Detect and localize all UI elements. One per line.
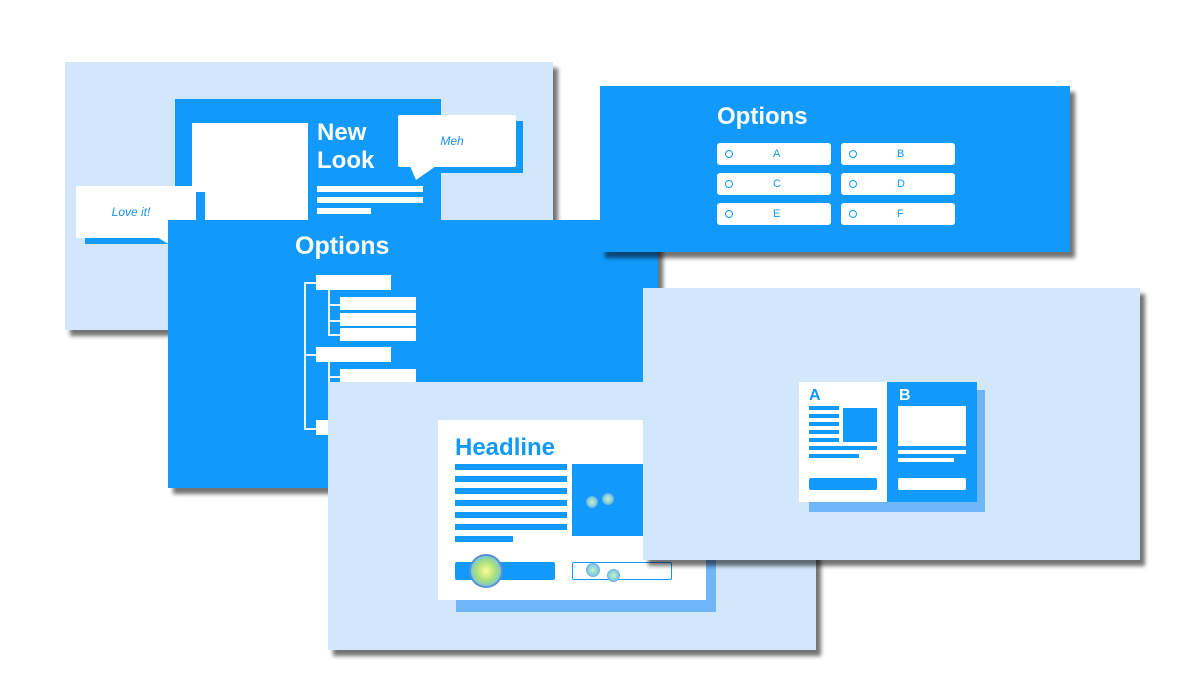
- text-line: [455, 464, 567, 470]
- image-placeholder: [898, 406, 966, 446]
- highlight-dot: [602, 493, 614, 505]
- text-line: [317, 197, 423, 203]
- option-label: D: [897, 178, 905, 190]
- tree-node: [316, 347, 391, 362]
- text-line: [809, 446, 877, 450]
- text-line: [809, 422, 839, 426]
- tree-leaf: [340, 369, 416, 382]
- text-line: [455, 536, 513, 542]
- ab-panel-b: B: [887, 382, 977, 502]
- highlight-dot: [586, 496, 598, 508]
- button-a[interactable]: [809, 478, 877, 490]
- option-a[interactable]: A: [717, 143, 831, 165]
- option-label: E: [773, 208, 781, 220]
- slide-ab: A B: [643, 288, 1140, 560]
- image-placeholder: [843, 408, 877, 442]
- text-line: [809, 454, 859, 458]
- ab-panel-a: A: [799, 382, 887, 502]
- text-line: [455, 500, 567, 506]
- option-f[interactable]: F: [841, 203, 955, 225]
- option-e[interactable]: E: [717, 203, 831, 225]
- tree-leaf: [340, 297, 416, 310]
- option-label: C: [773, 178, 781, 190]
- option-label: A: [773, 148, 781, 160]
- new-look-panel: New Look: [175, 99, 441, 239]
- slide-options-grid: Options A B C D E F: [600, 86, 1070, 252]
- label-a: A: [809, 387, 821, 404]
- bubble-meh: Meh: [398, 115, 516, 167]
- tree-subtrunk: [328, 362, 330, 386]
- radio-icon: [725, 150, 733, 158]
- tree-sub-branch: [328, 376, 340, 378]
- text-line: [455, 512, 567, 518]
- radio-icon: [849, 180, 857, 188]
- options-tree-title: Options: [295, 232, 390, 260]
- text-line: [455, 524, 567, 530]
- tree-leaf: [340, 313, 416, 326]
- option-label: B: [897, 148, 905, 160]
- bubble-meh-tail: [410, 166, 436, 180]
- title-line-2: Look: [317, 147, 375, 174]
- radio-icon: [725, 210, 733, 218]
- text-line: [898, 458, 954, 462]
- option-b[interactable]: B: [841, 143, 955, 165]
- tree-branch: [304, 354, 316, 356]
- text-line: [809, 438, 839, 442]
- option-c[interactable]: C: [717, 173, 831, 195]
- option-d[interactable]: D: [841, 173, 955, 195]
- tree-leaf: [340, 328, 416, 341]
- radio-icon: [849, 210, 857, 218]
- options-grid-title: Options: [717, 103, 808, 130]
- text-line: [317, 186, 423, 192]
- highlight-dot: [586, 563, 600, 577]
- text-line: [455, 488, 567, 494]
- highlight-dot: [607, 569, 620, 582]
- new-look-title: New Look: [317, 119, 374, 175]
- text-line: [898, 450, 966, 454]
- title-line-1: New: [317, 119, 367, 146]
- tree-sub-branch: [328, 334, 340, 336]
- text-line: [809, 430, 839, 434]
- tree-sub-branch: [328, 304, 340, 306]
- tree-subtrunk: [328, 290, 330, 336]
- click-highlight: [469, 554, 503, 588]
- text-line: [809, 414, 839, 418]
- slide-new-look: New Look Meh Love it!: [65, 62, 553, 330]
- text-line: [317, 208, 371, 214]
- tree-branch: [304, 282, 316, 284]
- radio-icon: [725, 180, 733, 188]
- tree-node: [316, 420, 328, 435]
- text-line: [455, 476, 567, 482]
- bubble-meh-label: Meh: [440, 134, 464, 148]
- headline-title: Headline: [455, 434, 556, 461]
- text-line: [809, 406, 839, 410]
- bubble-love-label: Love it!: [111, 205, 151, 219]
- image-placeholder: [192, 123, 308, 233]
- tree-branch: [304, 428, 316, 430]
- label-b: B: [899, 387, 911, 404]
- button-b[interactable]: [898, 478, 966, 490]
- tree-trunk: [304, 282, 306, 430]
- tree-sub-branch: [328, 320, 340, 322]
- option-label: F: [897, 208, 904, 220]
- radio-icon: [849, 150, 857, 158]
- tree-node: [316, 275, 391, 290]
